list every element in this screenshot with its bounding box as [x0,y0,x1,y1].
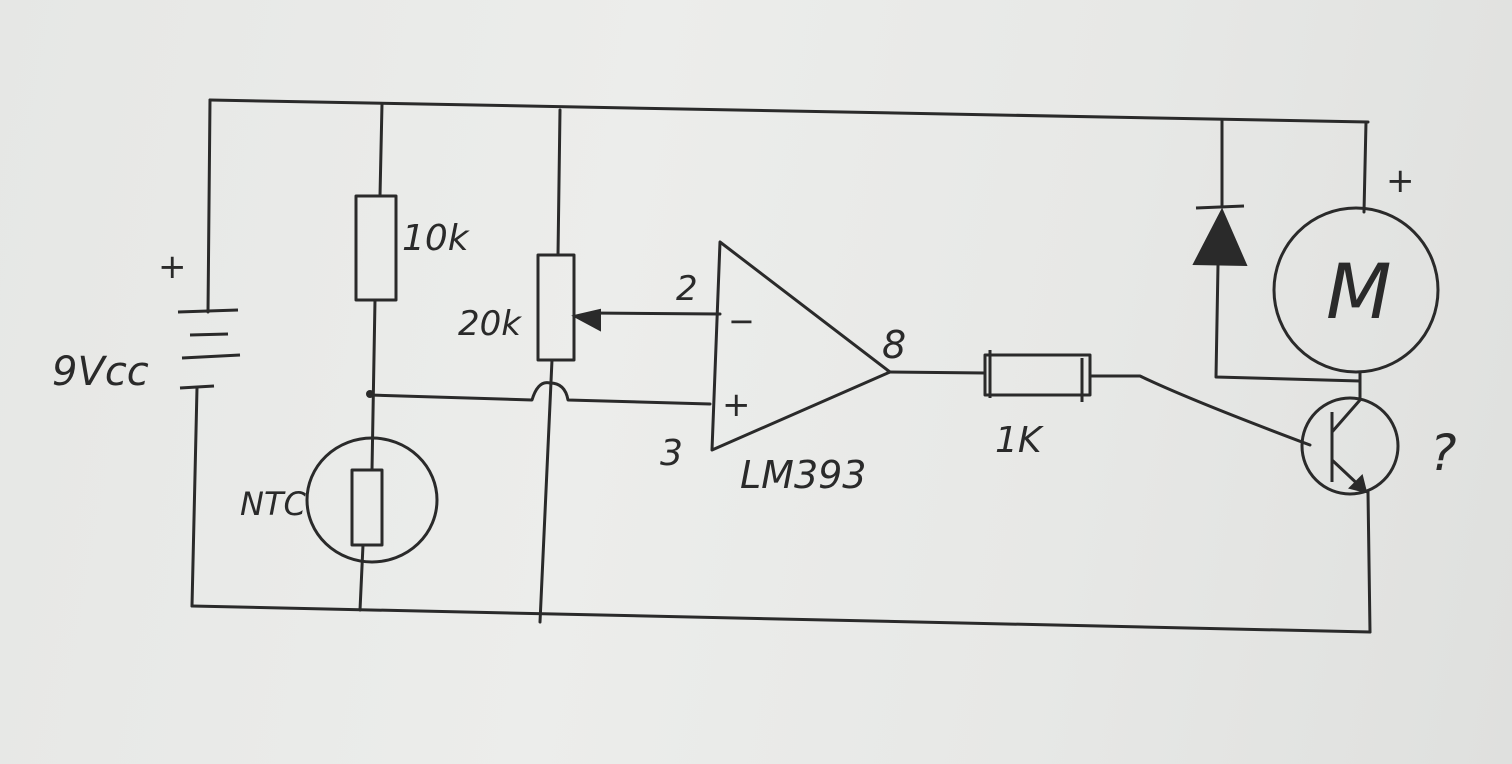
motor-plus-sign: + [1386,161,1415,201]
battery-symbol [177,308,241,390]
transistor-unknown-label: ? [1430,424,1457,482]
ntc-label: NTC [240,485,306,523]
wiper-to-inv-wire [588,311,722,316]
npn-transistor [1300,396,1400,496]
pin-8-label: 8 [882,323,906,367]
emitter-to-ground-wire [1366,490,1372,634]
potentiometer-20k [536,253,601,362]
junction-dot [366,390,374,398]
divider-mid-wire [370,298,377,472]
ntc-bottom-wire [358,543,365,612]
flyback-diode [1192,204,1248,267]
pin-2-label: 2 [676,269,698,309]
motor-positive-wire [1362,120,1368,214]
resistor-10k-label: 10k [402,218,471,259]
inverting-input-sign: − [728,302,755,340]
supply-voltage-label: 9Vcc [52,349,149,395]
motor-symbol [1272,206,1440,374]
noninverting-input-sign: + [722,385,751,425]
resistor-1k-label: 1K [995,420,1044,461]
pot-bottom-wire [538,358,554,624]
battery-negative-wire [190,386,199,608]
resistor-10k [354,194,398,302]
battery-positive-wire [206,98,212,314]
pin-3-label: 3 [660,433,683,474]
top-rail-wire [208,98,1370,124]
sense-to-noninv-wire [368,381,712,406]
bottom-rail-wire [190,604,1372,634]
comparator-output-wire [886,370,987,375]
diode-bottom-wire [1214,263,1362,383]
pot-top-wire [556,108,562,257]
battery-plus-sign: + [158,247,187,287]
base-wire [1088,374,1312,447]
comparator-ic-label: LM393 [740,453,867,497]
comparator-triangle [710,240,892,452]
pot-wiper-arrow [571,308,601,332]
ntc-thermistor [305,436,439,564]
emitter-arrow [1348,474,1368,494]
resistor-1k [983,350,1092,402]
divider-top-wire [378,102,384,198]
potentiometer-label: 20k [458,304,522,344]
motor-label: M [1326,247,1392,336]
